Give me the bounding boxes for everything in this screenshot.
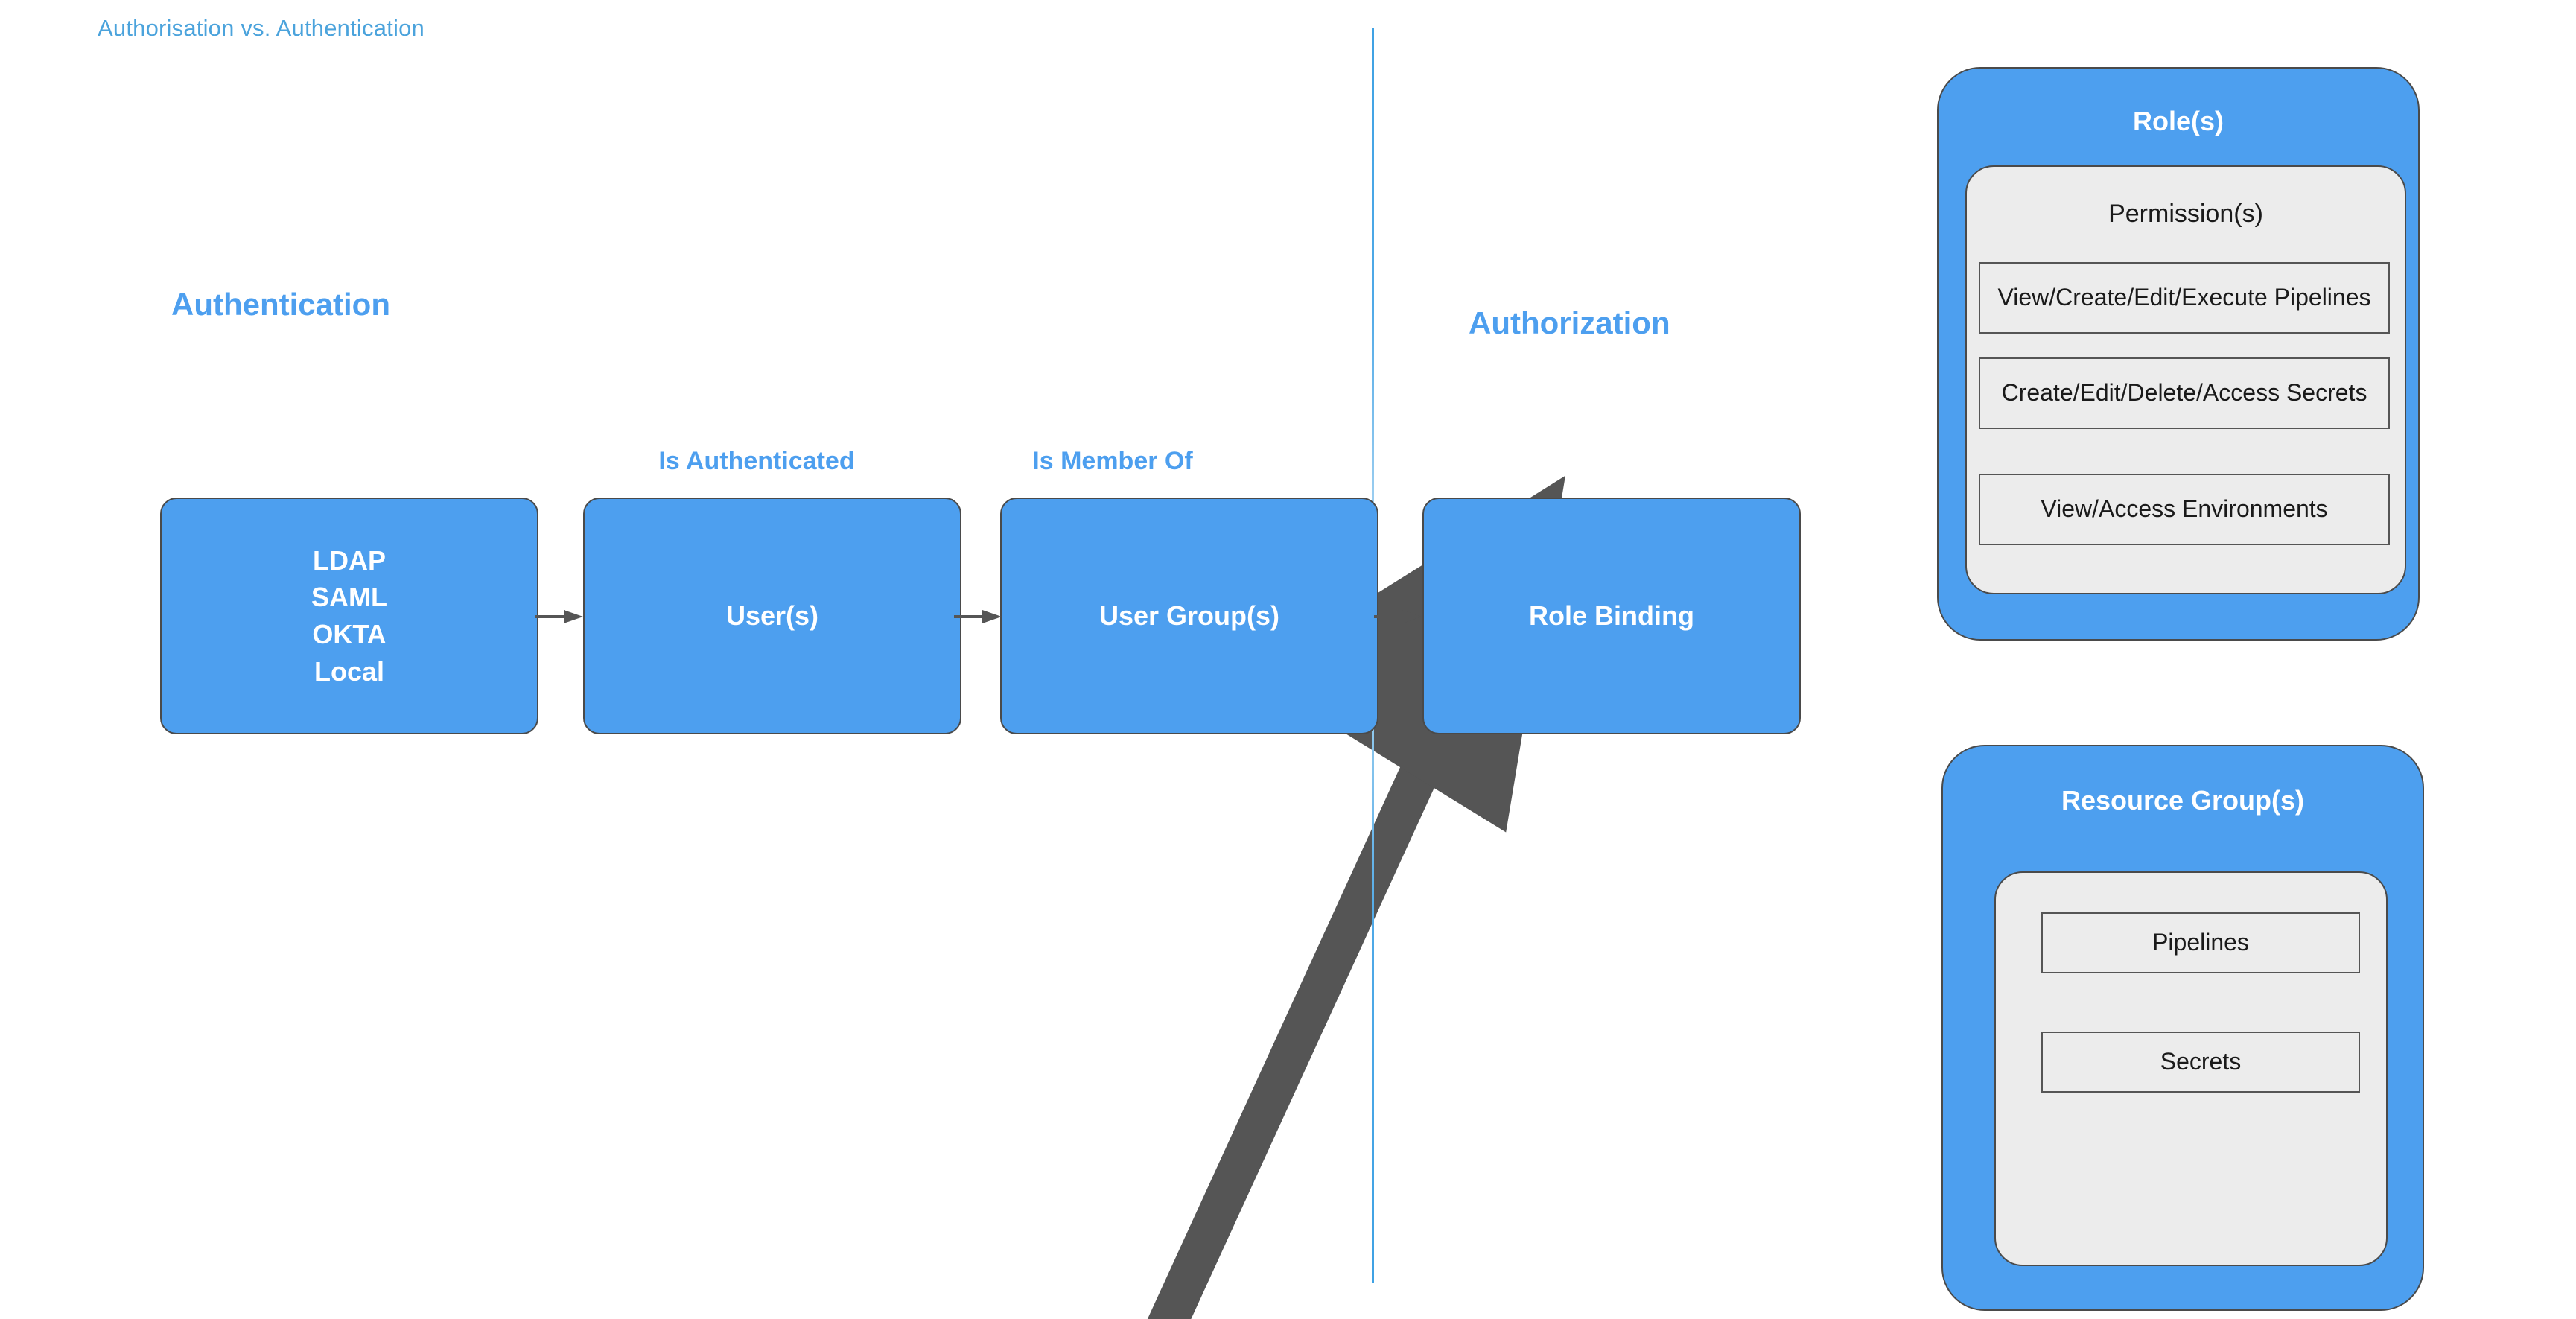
diagram-title: Authorisation vs. Authentication: [98, 15, 424, 41]
flow-box-role-binding-label: Role Binding: [1529, 600, 1694, 632]
flow-box-user-groups-label: User Group(s): [1098, 600, 1280, 632]
flow-box-role-binding[interactable]: Role Binding: [1422, 498, 1801, 734]
section-header-authorization: Authorization: [1469, 305, 1670, 340]
resource-item[interactable]: Secrets: [2041, 1032, 2360, 1093]
arrow-users-to-user-groups: [954, 610, 1002, 623]
flow-box-users-label: User(s): [725, 600, 819, 632]
flow-box-identity-providers[interactable]: LDAP SAML OKTA Local: [160, 498, 538, 734]
identity-provider-list: LDAP SAML OKTA Local: [311, 543, 387, 689]
identity-provider-local: Local: [314, 655, 385, 687]
flow-box-users[interactable]: User(s): [583, 498, 961, 734]
section-header-authentication: Authentication: [171, 287, 390, 322]
resource-item[interactable]: Pipelines: [2041, 912, 2360, 973]
inner-panel-permissions-title: Permission(s): [2108, 200, 2263, 228]
arrow-user-groups-to-role-binding: [1374, 610, 1422, 623]
identity-provider-saml: SAML: [311, 582, 387, 613]
identity-provider-okta: OKTA: [312, 619, 387, 649]
permission-item[interactable]: Create/Edit/Delete/Access Secrets: [1979, 357, 2390, 429]
permission-item[interactable]: View/Create/Edit/Execute Pipelines: [1979, 262, 2390, 334]
panel-resource-groups-title: Resource Group(s): [2061, 785, 2305, 816]
edge-label-is-authenticated: Is Authenticated: [658, 447, 855, 475]
flow-box-user-groups[interactable]: User Group(s): [1000, 498, 1378, 734]
permission-item[interactable]: View/Access Environments: [1979, 474, 2390, 545]
identity-provider-ldap: LDAP: [313, 544, 386, 576]
arrow-idp-to-users: [535, 610, 583, 623]
panel-roles-title: Role(s): [2132, 106, 2224, 136]
edge-label-is-member-of: Is Member Of: [1032, 447, 1193, 475]
